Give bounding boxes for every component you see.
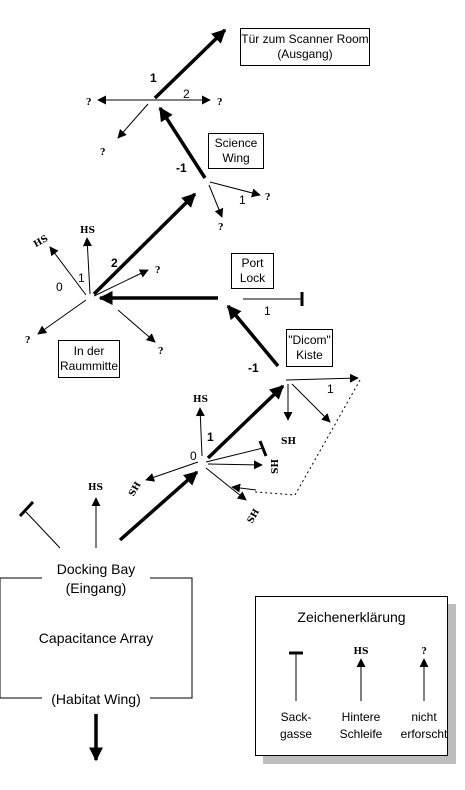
arrow-down-right bbox=[291, 383, 331, 423]
legend-title: Zeichenerklärung bbox=[297, 609, 406, 625]
top-junction: 1 2 ? ? ? bbox=[86, 28, 227, 158]
sh-tag: SH bbox=[281, 437, 296, 447]
legend-symbols bbox=[289, 651, 429, 701]
arrow-up-hs bbox=[82, 237, 92, 295]
docking-bay-title: Docking Bay bbox=[56, 561, 136, 577]
unexplored-mark: ? bbox=[155, 266, 160, 276]
weight-label: 2 bbox=[111, 256, 118, 270]
arrow-up-hs bbox=[195, 407, 205, 457]
arrow-right-unexplored bbox=[93, 269, 149, 297]
dead-end-line bbox=[205, 447, 264, 463]
unexplored-mark: ? bbox=[158, 347, 163, 357]
weight-label: -1 bbox=[176, 161, 187, 175]
unexplored-mark: ? bbox=[100, 148, 105, 158]
room-raummitte: In der Raummitte bbox=[58, 340, 120, 378]
weight-label: 1 bbox=[78, 271, 85, 285]
sh-tag: SH bbox=[271, 459, 281, 474]
unexplored-mark: ? bbox=[86, 98, 91, 108]
center-junction: 2 0 1 HS HS ? ? ? bbox=[25, 192, 197, 357]
legend-label-back-loop: Hintere Schleife bbox=[339, 710, 383, 741]
legend-label-unexplored: nicht erforscht bbox=[400, 710, 448, 741]
legend: Zeichenerklärung HS ? Sack- gasse Hinter… bbox=[255, 596, 448, 756]
dead-end-bar bbox=[258, 440, 268, 457]
legend-unexplored-symbol: ? bbox=[421, 647, 427, 657]
weight-label: 0 bbox=[190, 449, 197, 463]
hs-tag: HS bbox=[88, 483, 103, 493]
sh-tag: SH bbox=[127, 480, 143, 498]
unexplored-mark: ? bbox=[265, 193, 270, 203]
habitat-wing-label: (Habitat Wing) bbox=[51, 691, 141, 707]
arrow-down-unexplored bbox=[208, 184, 224, 218]
arrow-left-sh bbox=[145, 461, 199, 482]
science-junction: -1 1 ? ? bbox=[158, 106, 270, 233]
weight-label: 1 bbox=[150, 71, 157, 85]
room-dicom-kiste: "Dicom" Kiste bbox=[286, 329, 333, 367]
room-science-wing: Science Wing bbox=[208, 133, 264, 169]
arrow-down-right-sh bbox=[205, 467, 247, 501]
arrow-right-sh bbox=[207, 460, 263, 470]
arrow-to-science-wing bbox=[92, 192, 197, 296]
weight-label: 2 bbox=[183, 87, 190, 101]
unexplored-mark: ? bbox=[25, 336, 30, 346]
sh-tag: SH bbox=[246, 507, 262, 525]
dicom-junction: -1 1 SH bbox=[226, 304, 361, 496]
weight-label: 1 bbox=[207, 430, 214, 444]
hs-tag: HS bbox=[80, 226, 95, 236]
weight-label: 1 bbox=[264, 304, 271, 318]
arrow-loop-return bbox=[231, 483, 257, 493]
arrow-to-top-junction bbox=[158, 106, 207, 179]
arrow-up-left-hs bbox=[49, 246, 87, 296]
dead-end-line bbox=[25, 511, 61, 549]
capacitance-array-label: Capacitance Array bbox=[38, 630, 154, 646]
weight-label: -1 bbox=[248, 361, 259, 375]
arrow-to-lower-junction bbox=[118, 470, 199, 542]
hs-tag: HS bbox=[193, 395, 208, 405]
legend-label-dead-end: Sack- gasse bbox=[279, 710, 313, 741]
room-scanner-room: Tür zum Scanner Room (Ausgang) bbox=[240, 28, 370, 66]
lower-junction: 1 0 HS SH SH SH bbox=[127, 384, 285, 526]
legend-hs-symbol: HS bbox=[353, 647, 369, 657]
arrow-down-left-unexplored bbox=[37, 299, 87, 335]
unexplored-mark: ? bbox=[217, 98, 222, 108]
arrow-to-dicom bbox=[206, 384, 285, 460]
arrow-to-scanner-room bbox=[153, 28, 227, 100]
weight-label: 1 bbox=[327, 382, 334, 396]
room-port-lock: Port Lock bbox=[231, 253, 274, 289]
hs-tag: HS bbox=[32, 234, 50, 250]
docking-bay-exits: HS bbox=[18, 470, 199, 762]
unexplored-mark: ? bbox=[218, 223, 223, 233]
arrow-right-unexplored bbox=[209, 181, 261, 198]
weight-label: 0 bbox=[56, 280, 63, 294]
weight-label: 1 bbox=[239, 193, 246, 207]
docking-bay-frame bbox=[0, 577, 193, 699]
docking-bay-subtitle: (Eingang) bbox=[65, 580, 127, 596]
arrow-to-port-lock bbox=[226, 304, 280, 368]
arrow-right-loop bbox=[285, 373, 359, 383]
arrow-down-right-unexplored bbox=[117, 309, 156, 343]
port-lock-path: 1 bbox=[98, 291, 304, 318]
dead-end-bar bbox=[18, 500, 35, 518]
arrow-down-left-unexplored bbox=[117, 103, 149, 139]
